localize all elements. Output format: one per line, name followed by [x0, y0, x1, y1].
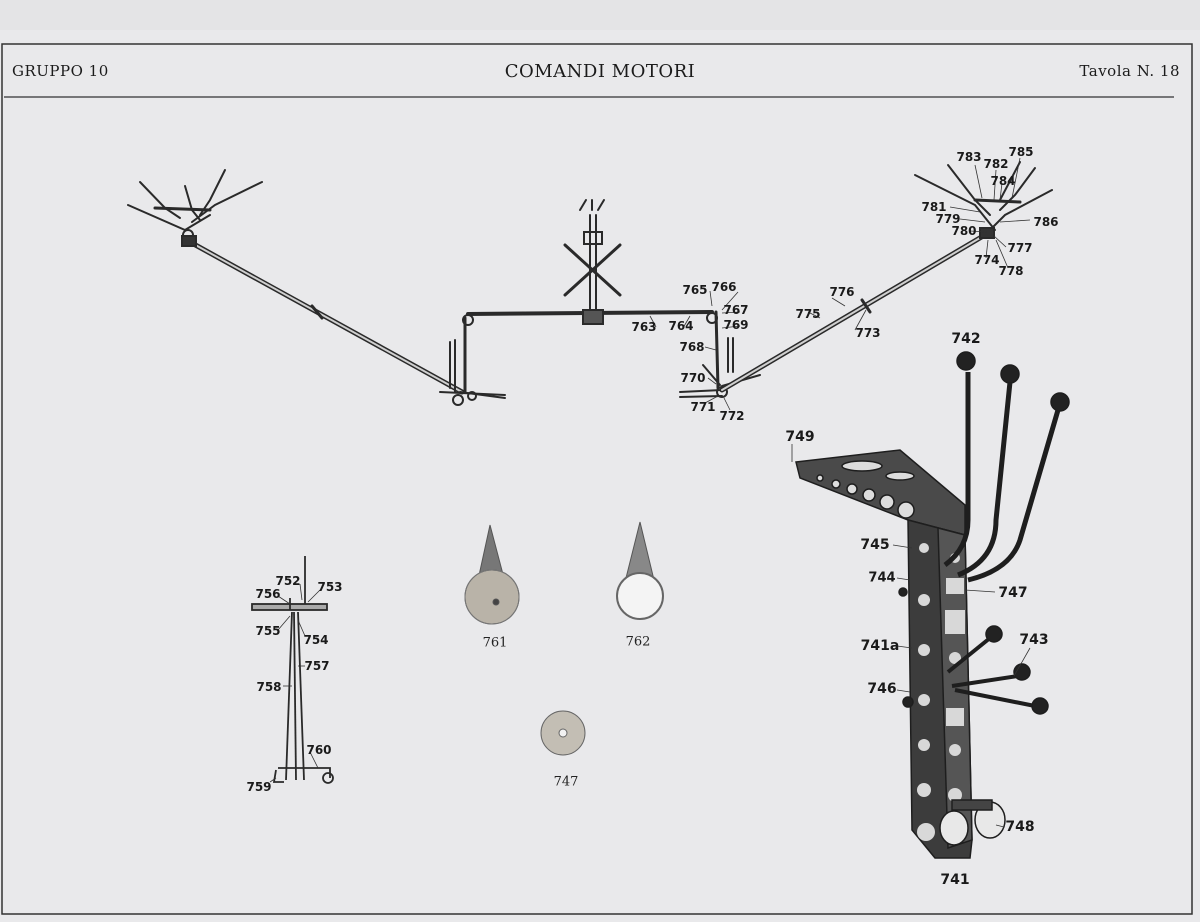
callout-744: 744 — [868, 570, 896, 586]
callout-779: 779 — [935, 212, 961, 226]
callout-776: 776 — [829, 285, 855, 299]
callout-763: 763 — [631, 320, 657, 334]
callout-777: 777 — [1007, 241, 1033, 255]
callout-755: 755 — [255, 624, 281, 638]
caption-762: 762 — [625, 634, 651, 650]
control-rod-assembly — [251, 556, 334, 784]
callout-749: 749 — [785, 429, 815, 445]
callout-746: 746 — [867, 681, 897, 697]
part-747-washer — [540, 710, 586, 756]
center-lever — [563, 199, 622, 325]
callout-774: 774 — [974, 253, 1000, 267]
callout-748: 748 — [1005, 819, 1035, 835]
callout-758: 758 — [256, 680, 282, 694]
throttle-quadrant — [795, 351, 1070, 859]
left-lever-cluster — [127, 169, 263, 247]
callout-741a: 741a — [860, 638, 900, 654]
callout-773: 773 — [855, 326, 881, 340]
callout-772: 772 — [719, 409, 745, 423]
callout-771: 771 — [690, 400, 716, 414]
plate-border — [1, 43, 1193, 915]
throttle-linkage-assembly — [127, 161, 1053, 406]
caption-747: 747 — [553, 774, 579, 790]
right-bellcrank — [679, 337, 761, 398]
callout-784: 784 — [990, 174, 1016, 188]
callout-742: 742 — [951, 331, 981, 347]
plate-number: Tavola N. 18 — [1079, 62, 1180, 80]
callout-770: 770 — [680, 371, 706, 385]
callout-747: 747 — [998, 585, 1028, 601]
callout-760: 760 — [306, 743, 332, 757]
part-762 — [616, 521, 664, 620]
callout-778: 778 — [998, 264, 1024, 278]
callout-741: 741 — [940, 872, 970, 888]
callout-756: 756 — [255, 587, 281, 601]
callout-764: 764 — [668, 319, 694, 333]
callout-781: 781 — [921, 200, 947, 214]
callout-768: 768 — [679, 340, 705, 354]
callout-759: 759 — [246, 780, 272, 794]
caption-761: 761 — [482, 635, 508, 651]
callout-775: 775 — [795, 307, 821, 321]
callout-786: 786 — [1033, 215, 1059, 229]
callout-769: 769 — [723, 318, 749, 332]
callout-785: 785 — [1008, 145, 1034, 159]
callout-752: 752 — [275, 574, 301, 588]
left-bellcrank — [439, 339, 506, 406]
rod-leader-lines — [269, 583, 321, 783]
callout-757: 757 — [304, 659, 330, 673]
callout-743: 743 — [1019, 632, 1049, 648]
right-lever-cluster — [914, 161, 1053, 239]
group-label: GRUPPO 10 — [12, 62, 109, 80]
callout-745: 745 — [860, 537, 890, 553]
quadrant-leader-lines — [791, 444, 1031, 828]
callout-783: 783 — [956, 150, 982, 164]
callout-754: 754 — [303, 633, 329, 647]
leader-lines — [649, 157, 1031, 411]
callout-753: 753 — [317, 580, 343, 594]
plate-title: COMANDI MOTORI — [504, 61, 696, 82]
callout-767: 767 — [723, 303, 749, 317]
part-761 — [464, 524, 520, 625]
callout-765: 765 — [682, 283, 708, 297]
callout-782: 782 — [983, 157, 1009, 171]
callout-766: 766 — [711, 280, 737, 294]
callout-780: 780 — [951, 224, 977, 238]
